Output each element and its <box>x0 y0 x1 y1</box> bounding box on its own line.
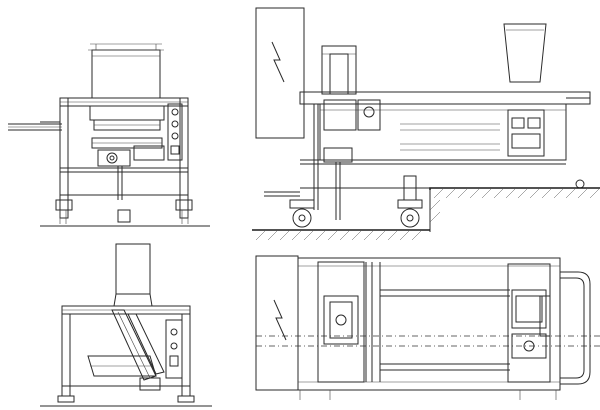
plan-door-panel <box>255 255 299 391</box>
section-right-leg <box>181 313 191 397</box>
front-roller-block <box>89 105 165 121</box>
plan-view <box>255 255 600 400</box>
side-upper-unit <box>321 45 357 95</box>
side-door-panel <box>255 7 305 139</box>
side-section-view <box>40 243 212 407</box>
plan-handle <box>560 271 591 385</box>
plan-main-frame <box>297 257 561 391</box>
side-drive-unit <box>507 109 545 157</box>
front-left-leg <box>59 97 69 219</box>
side-hopper-funnel <box>503 23 547 83</box>
front-right-leg <box>179 97 189 219</box>
lightning-symbol <box>271 41 285 83</box>
side-caster-right <box>400 208 420 228</box>
plan-left-unit <box>317 261 365 383</box>
side-caster-left <box>292 208 312 228</box>
front-control-panel <box>167 103 183 161</box>
side-elevation-view <box>252 7 600 241</box>
section-hopper <box>115 243 151 295</box>
front-gear-box <box>97 149 131 167</box>
front-elevation-view <box>8 43 210 227</box>
section-left-leg <box>61 313 71 397</box>
front-side-conveyor <box>8 121 62 131</box>
front-hopper-box <box>91 49 161 99</box>
side-main-body <box>319 103 567 161</box>
plan-hopper-unit <box>507 263 551 383</box>
section-collection-pan <box>87 355 157 377</box>
